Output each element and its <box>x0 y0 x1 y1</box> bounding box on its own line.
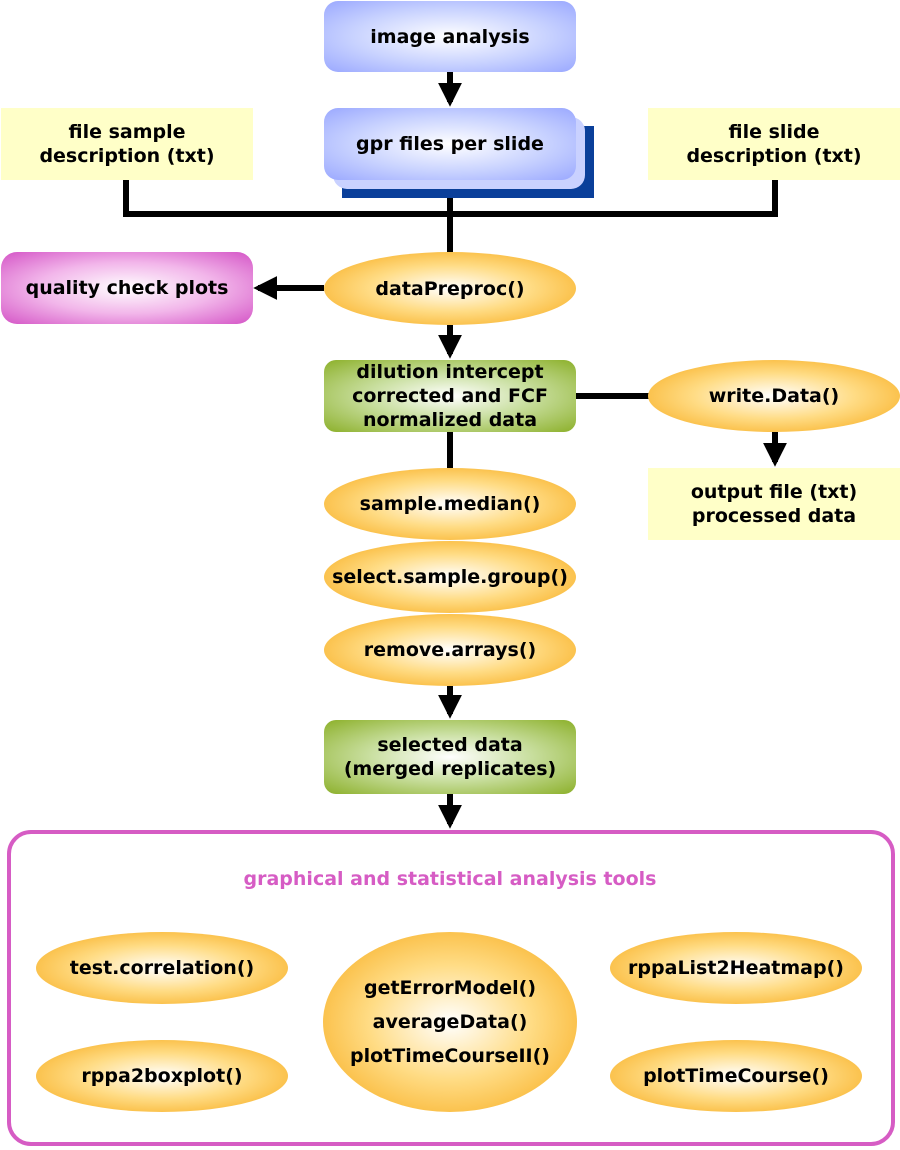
quality-check-plots-label: quality check plots <box>25 277 229 299</box>
test-correlation-node: test.correlation() <box>36 932 288 1004</box>
selected-data-node: selected data (merged replicates) <box>324 720 576 794</box>
rppa2boxplot-label: rppa2boxplot() <box>81 1065 243 1087</box>
output-file-node: output file (txt) processed data <box>648 468 900 540</box>
average-data-label: averageData() <box>372 1011 528 1033</box>
image-analysis-label: image analysis <box>370 25 530 48</box>
select-sample-group-node: select.sample.group() <box>324 541 576 613</box>
plot-time-course-label: plotTimeCourse() <box>643 1065 829 1087</box>
rppa-list2heatmap-label: rppaList2Heatmap() <box>628 957 844 979</box>
gpr-files-label: gpr files per slide <box>356 133 544 155</box>
image-analysis-node: image analysis <box>324 1 576 72</box>
dilution-label-line2: corrected and FCF <box>352 385 548 407</box>
remove-arrays-node: remove.arrays() <box>324 614 576 686</box>
error-model-group-node: getErrorModel() averageData() plotTimeCo… <box>323 932 577 1112</box>
output-file-label-line1: output file (txt) <box>690 481 858 503</box>
plot-time-course-node: plotTimeCourse() <box>610 1040 862 1112</box>
data-preproc-node: dataPreproc() <box>324 252 576 325</box>
file-slide-label-line2: description (txt) <box>686 145 862 167</box>
sample-median-label: sample.median() <box>359 493 541 515</box>
quality-check-plots-node: quality check plots <box>1 252 253 324</box>
dilution-label-line3: normalized data <box>362 409 538 431</box>
file-slide-description-node: file slide description (txt) <box>648 108 900 180</box>
dilution-label-line1: dilution intercept <box>356 361 544 383</box>
remove-arrays-label: remove.arrays() <box>363 639 537 661</box>
selected-data-label-line1: selected data <box>377 734 523 756</box>
write-data-label: write.Data() <box>708 385 840 407</box>
file-sample-label-line1: file sample <box>68 121 186 143</box>
write-data-node: write.Data() <box>648 360 900 432</box>
file-sample-label-line2: description (txt) <box>39 145 215 167</box>
gpr-files-node: gpr files per slide <box>324 108 576 180</box>
sample-median-node: sample.median() <box>324 468 576 540</box>
data-preproc-label: dataPreproc() <box>375 277 525 300</box>
plot-time-course-ii-label: plotTimeCourseII() <box>349 1045 550 1067</box>
rppa2boxplot-node: rppa2boxplot() <box>36 1040 288 1112</box>
rppa-list2heatmap-node: rppaList2Heatmap() <box>610 932 862 1004</box>
dilution-intercept-node: dilution intercept corrected and FCF nor… <box>324 360 576 432</box>
output-file-label-line2: processed data <box>691 505 857 527</box>
selected-data-label-line2: (merged replicates) <box>343 758 557 780</box>
select-sample-group-label: select.sample.group() <box>332 566 568 588</box>
test-correlation-label: test.correlation() <box>69 957 255 979</box>
file-slide-label-line1: file slide <box>728 121 820 143</box>
get-error-model-label: getErrorModel() <box>363 977 537 999</box>
file-sample-description-node: file sample description (txt) <box>1 108 253 180</box>
analysis-tools-title: graphical and statistical analysis tools <box>243 868 657 890</box>
